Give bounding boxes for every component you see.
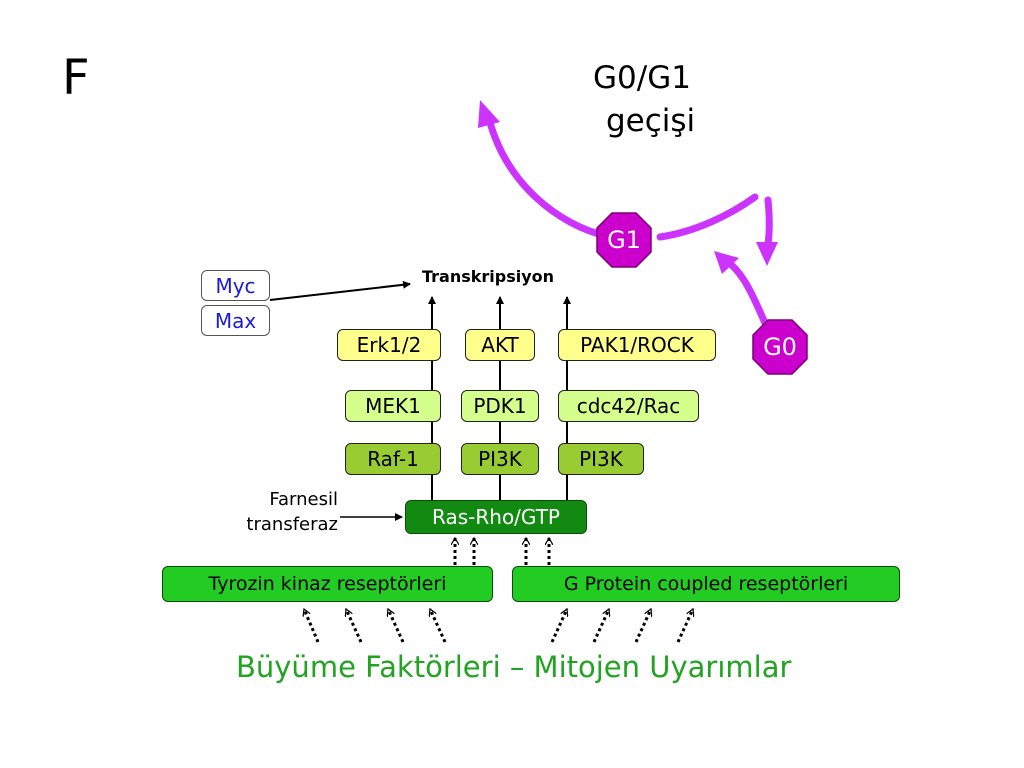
panel-letter: F xyxy=(62,50,90,106)
myc-box: Myc xyxy=(201,270,270,301)
arrowhead-up xyxy=(478,100,500,128)
ras-box: Ras-Rho/GTP xyxy=(405,500,587,534)
arrowhead-left xyxy=(714,251,739,274)
transcription-label: Transkripsiyon xyxy=(422,267,555,286)
mek-box: MEK1 xyxy=(345,390,441,422)
cycle-title-line2: geçişi xyxy=(606,103,696,139)
akt-box: AKT xyxy=(465,329,535,361)
cdc-box: cdc42/Rac xyxy=(558,390,699,422)
myc-arrow xyxy=(269,280,411,301)
max-box: Max xyxy=(201,305,270,336)
arrowhead-down xyxy=(756,242,778,266)
growth-factors-label: Büyüme Faktörleri – Mitojen Uyarımlar xyxy=(236,650,792,684)
g0-to-g1-arc xyxy=(724,258,772,334)
pak-box: PAK1/ROCK xyxy=(558,329,716,361)
pi3k-box-2: PI3K xyxy=(558,443,644,475)
gprotein-receptor-box: G Protein coupled reseptörleri xyxy=(512,566,900,602)
g1-exit-arc xyxy=(484,111,610,240)
g1-label: G1 xyxy=(607,226,641,254)
g0-label: G0 xyxy=(763,333,797,361)
tyrozin-receptor-box: Tyrozin kinaz reseptörleri xyxy=(162,566,493,602)
growth-dotted-arrows xyxy=(304,609,695,643)
g0-octagon: G0 xyxy=(752,319,808,375)
pdk-box: PDK1 xyxy=(461,390,539,422)
cell-cycle-arrowheads xyxy=(478,100,778,274)
farnesil-label-line1: Farnesil xyxy=(269,489,338,510)
g1-octagon: G1 xyxy=(596,212,652,268)
g1-right-arc xyxy=(656,193,759,241)
cycle-title-line1: G0/G1 xyxy=(593,60,691,96)
erk-box: Erk1/2 xyxy=(337,329,441,361)
receptor-dotted-arrows xyxy=(455,538,549,565)
raf-box: Raf-1 xyxy=(345,443,441,475)
pi3k-box-1: PI3K xyxy=(461,443,539,475)
farnesil-label-line2: transferaz xyxy=(246,514,338,535)
